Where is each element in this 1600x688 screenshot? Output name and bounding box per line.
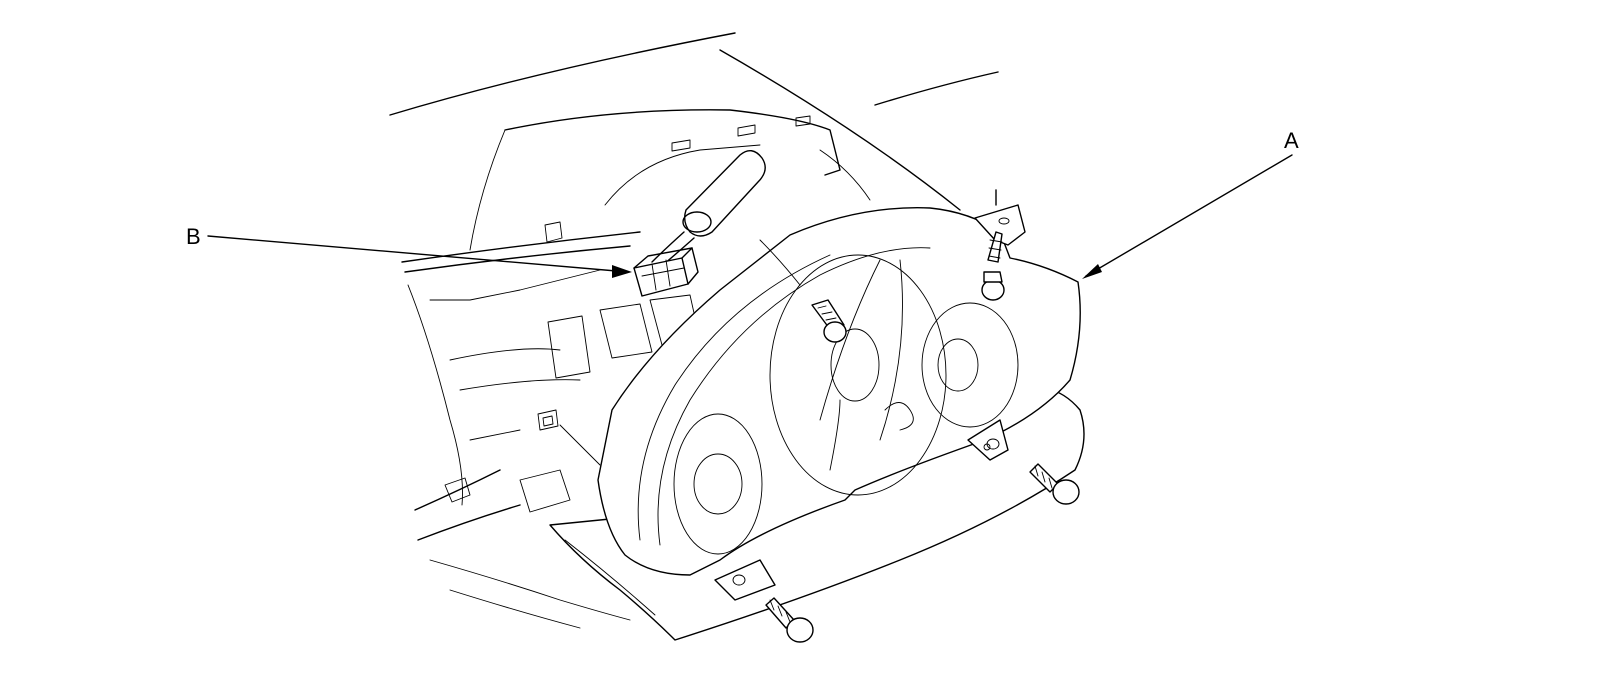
callout-label-a: A xyxy=(1284,128,1299,153)
leader-b xyxy=(207,235,632,278)
wiring-harness xyxy=(651,150,766,265)
screw-center xyxy=(811,299,847,343)
screw-bottom xyxy=(765,597,814,643)
mounting-tabs xyxy=(714,204,1026,601)
screw-top-right xyxy=(981,189,1005,301)
connector-b xyxy=(633,247,699,297)
gauge-assembly xyxy=(597,207,1081,576)
screw-right xyxy=(1029,463,1080,505)
dashboard-outline xyxy=(389,32,999,629)
leader-a xyxy=(1082,154,1293,279)
callout-label-b: B xyxy=(186,224,201,249)
